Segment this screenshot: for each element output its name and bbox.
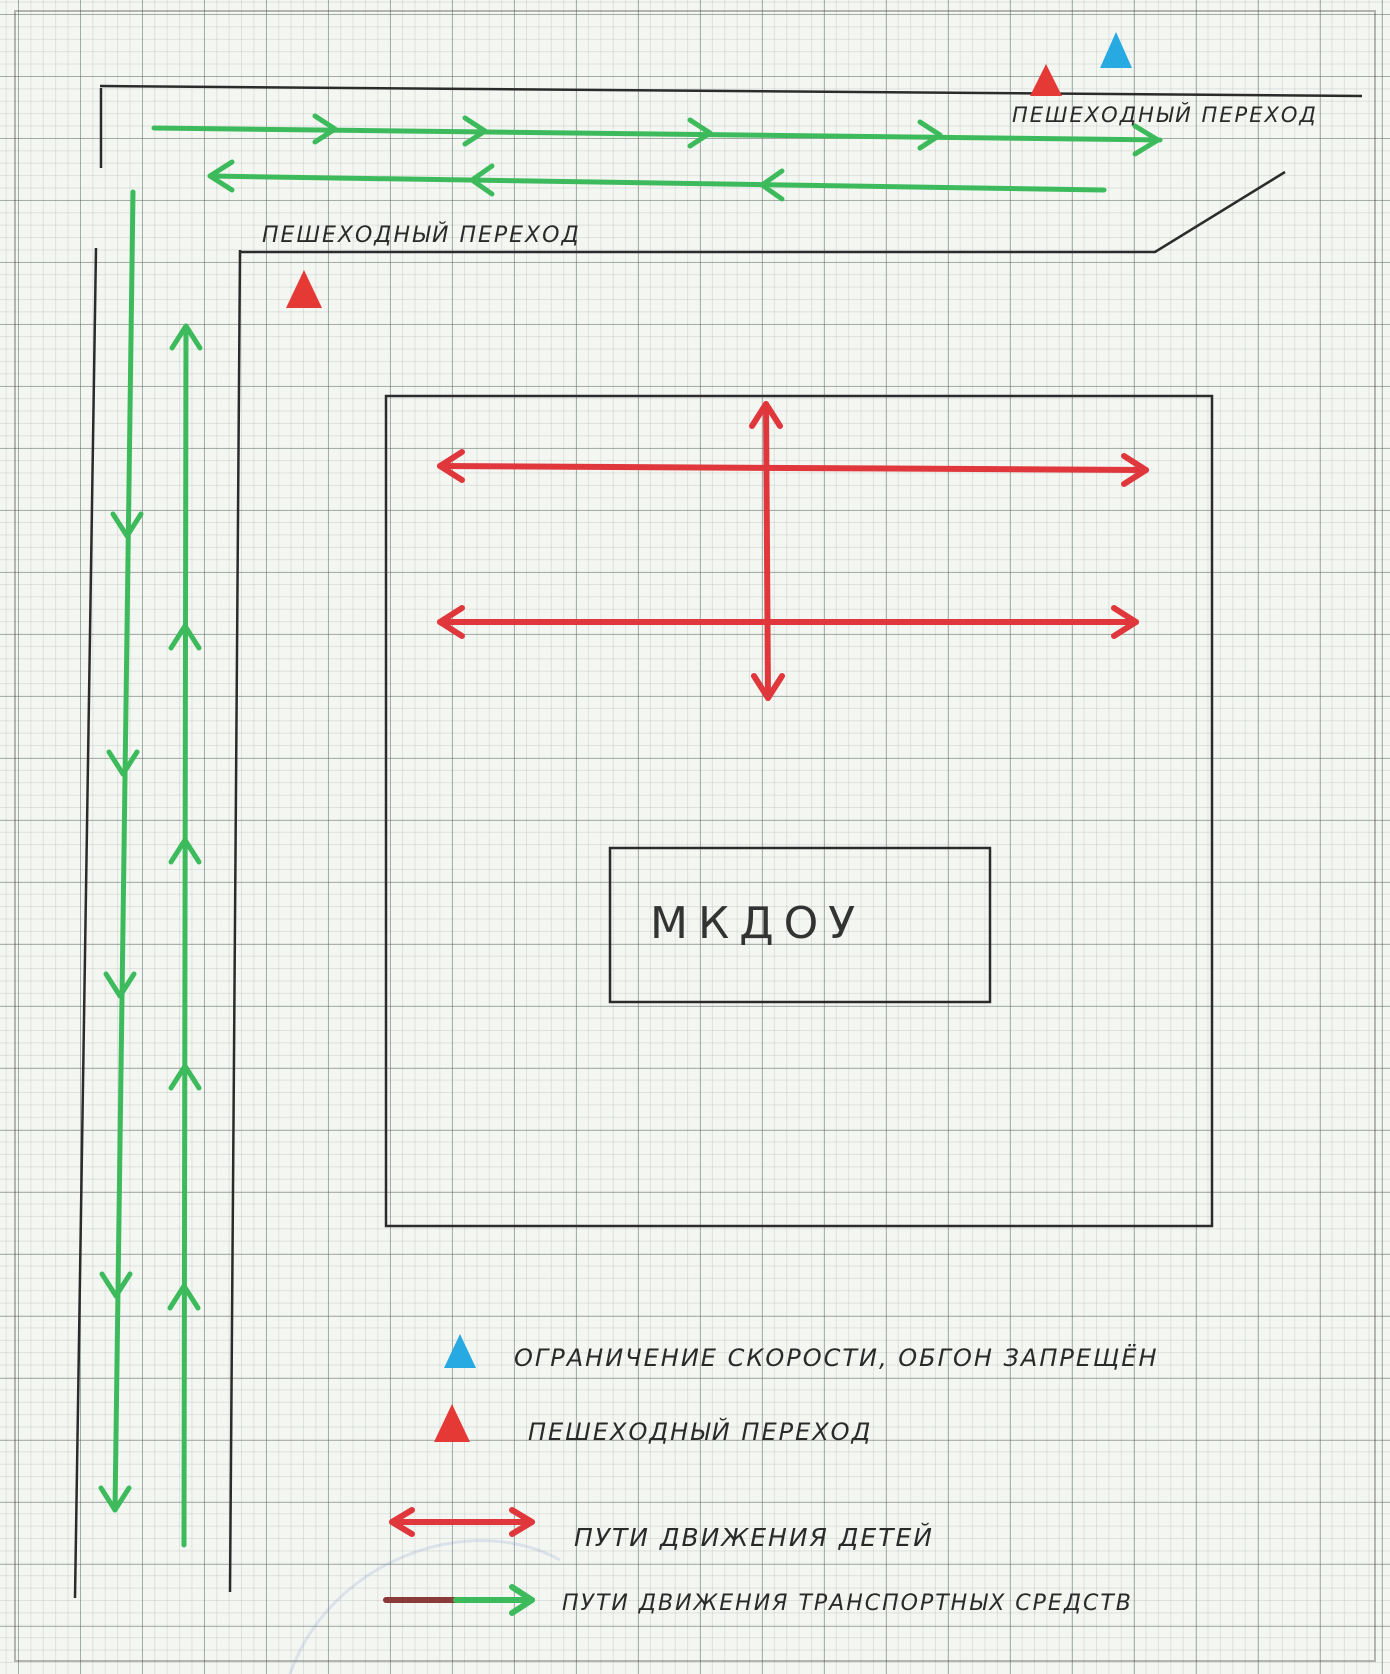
arrow-head-up — [169, 323, 203, 351]
arrow-head-left — [207, 159, 235, 193]
red-triangle-icon — [434, 1404, 470, 1442]
arrow-head-right — [1121, 453, 1149, 487]
arrow-head-left — [437, 605, 465, 639]
legend: ОГРАНИЧЕНИЕ СКОРОСТИ, ОБГОН ЗАПРЕЩЁН ПЕШ… — [383, 1334, 1158, 1616]
arrow-head-left — [469, 163, 495, 197]
arrow-head-down — [98, 1485, 132, 1513]
arrow-head-up — [167, 1283, 201, 1311]
arrow-head-down — [110, 511, 144, 539]
arrow-head-down — [106, 749, 140, 777]
arrow-head-up — [749, 401, 783, 429]
arrow-head-down — [99, 1271, 133, 1299]
vehicle-lane-top-westbound — [207, 159, 1107, 202]
road-edge-top-inner — [240, 170, 1286, 254]
arrow-head-right — [1132, 123, 1161, 157]
speed-limit-sign-icon — [1100, 32, 1132, 68]
road-edges — [73, 84, 1363, 1599]
arrow-head-down — [751, 673, 785, 701]
arrow-head-down — [103, 971, 137, 999]
legend-item-speed-limit: ОГРАНИЧЕНИЕ СКОРОСТИ, ОБГОН ЗАПРЕЩЁН — [444, 1334, 1158, 1372]
road-edge-left-inner — [228, 249, 242, 1593]
road-edge-top-outer — [99, 84, 1363, 98]
legend-label-vehicle-route: ПУТИ ДВИЖЕНИЯ ТРАНСПОРТНЫХ СРЕДСТВ — [562, 1591, 1133, 1616]
kindergarten-building — [608, 846, 992, 1004]
arrow-head-right — [1111, 605, 1139, 639]
crossing-label-top-right: ПЕШЕХОДНЫЙ ПЕРЕХОД — [1012, 102, 1318, 127]
vehicle-lane-top-eastbound — [151, 113, 1163, 157]
arrow-head-up — [168, 837, 202, 865]
crossing-label-top-left: ПЕШЕХОДНЫЙ ПЕРЕХОД — [262, 222, 581, 248]
legend-label-speed-limit: ОГРАНИЧЕНИЕ СКОРОСТИ, ОБГОН ЗАПРЕЩЁН — [514, 1343, 1158, 1372]
blue-triangle-icon — [444, 1334, 476, 1368]
arrow-head-right — [687, 117, 713, 149]
arrow-head-up — [168, 1063, 202, 1091]
children-route-upper — [437, 449, 1149, 487]
vehicle-lane-left-southbound — [98, 189, 144, 1513]
pedestrian-crossing-sign-icon — [1030, 64, 1062, 96]
arrow-head-right — [462, 115, 488, 147]
stamp-trace — [288, 1539, 561, 1674]
road-edge-left-outer — [73, 247, 98, 1599]
legend-item-vehicle-route: ПУТИ ДВИЖЕНИЯ ТРАНСПОРТНЫХ СРЕДСТВ — [383, 1584, 1133, 1616]
legend-item-children-route: ПУТИ ДВИЖЕНИЯ ДЕТЕЙ — [389, 1507, 934, 1552]
pedestrian-crossing-sign-icon — [286, 270, 322, 308]
arrow-head-up — [168, 623, 202, 651]
arrow-head-left — [759, 168, 785, 202]
vehicle-lane-left-northbound — [167, 323, 203, 1548]
arrow-head-left — [437, 449, 465, 483]
legend-item-pedestrian-crossing: ПЕШЕХОДНЫЙ ПЕРЕХОД — [434, 1404, 872, 1446]
paper-edge — [14, 10, 1376, 1662]
children-route-vertical — [749, 401, 785, 701]
arrow-head-right — [917, 119, 943, 151]
legend-label-children-route: ПУТИ ДВИЖЕНИЯ ДЕТЕЙ — [574, 1523, 934, 1552]
children-route-lower — [437, 605, 1139, 639]
arrow-head-right — [312, 113, 338, 145]
building-label: МКДОУ — [650, 898, 865, 949]
kindergarten-territory — [384, 394, 1214, 1228]
legend-label-pedestrian-crossing: ПЕШЕХОДНЫЙ ПЕРЕХОД — [528, 1417, 872, 1446]
